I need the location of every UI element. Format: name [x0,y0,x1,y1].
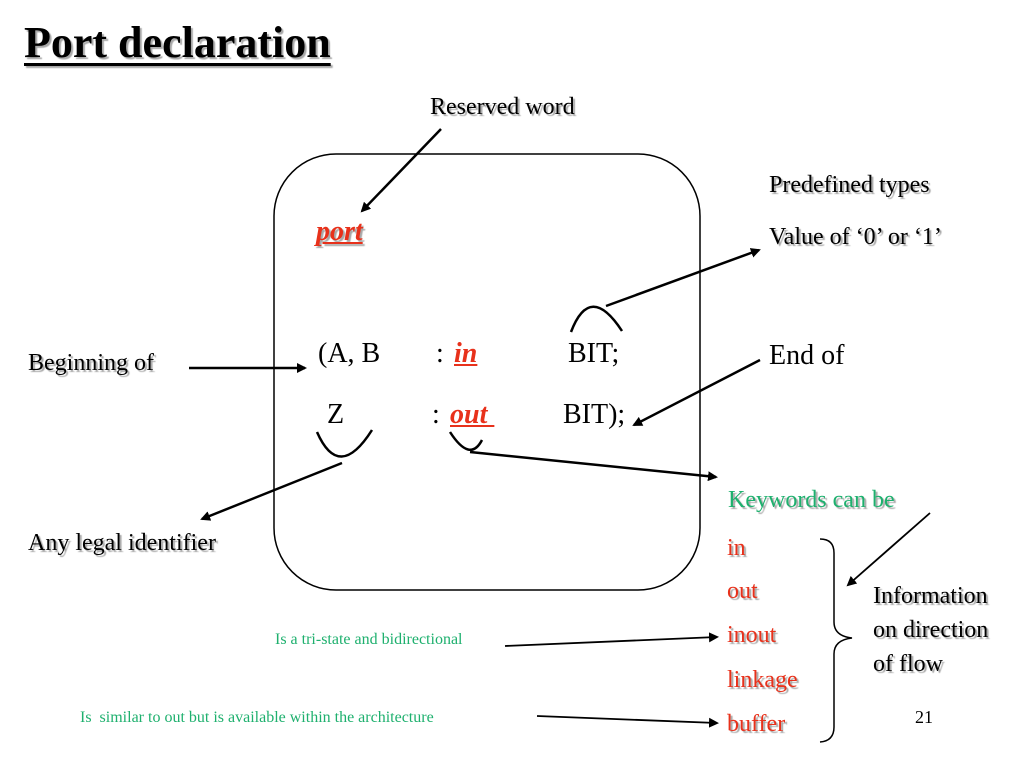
keywords-brace [819,538,853,743]
arrow-predefined-types [605,248,761,308]
code-line1-type: BIT; [568,338,620,369]
inout-note: Is a tri-state and bidirectional [275,631,463,648]
keywords-heading: Keywords can be [728,487,895,513]
arrow-any-legal-identifier [200,461,343,521]
keyword-linkage: linkage [727,667,798,693]
predefined-value-label: Value of ‘0’ or ‘1’ [769,224,942,250]
arc-mode [448,431,484,451]
arc-identifier [315,429,374,458]
keyword-out: out [727,578,758,604]
arrow-end-of [632,358,761,427]
code-line2-mode: out [450,399,495,430]
reserved-word-label: Reserved word [430,94,575,120]
code-line1-mode: in [454,338,478,369]
arrow-inout-note [504,632,719,647]
predefined-types-label: Predefined types [769,172,930,198]
any-legal-identifier-label: Any legal identifier [28,530,216,556]
arc-bit-type [569,305,624,333]
page-number: 21 [915,707,933,727]
keyword-in: in [727,535,746,561]
arrow-keywords [469,450,718,482]
keyword-inout: inout [727,622,777,648]
page-title: Port declaration [24,18,331,67]
information-line-1: Information [873,583,988,609]
beginning-of-label: Beginning of [28,350,154,376]
code-line2-colon: : [432,399,440,430]
information-line-2: on direction [873,617,989,643]
keyword-buffer: buffer [727,711,786,737]
code-line2-identifier: Z [327,399,345,430]
information-line-3: of flow [873,651,943,677]
buffer-note: Is similar to out but is available withi… [80,709,434,726]
arrow-reserved-word [360,128,442,213]
end-of-label: End of [769,340,845,371]
arrow-information [846,512,931,587]
code-line1-colon: : [436,338,444,369]
port-keyword: port [316,216,363,247]
port-box [273,153,701,591]
code-line1-identifiers: (A, B [318,338,381,369]
code-line2-type: BIT); [563,399,626,430]
arrow-buffer-note [536,715,719,728]
